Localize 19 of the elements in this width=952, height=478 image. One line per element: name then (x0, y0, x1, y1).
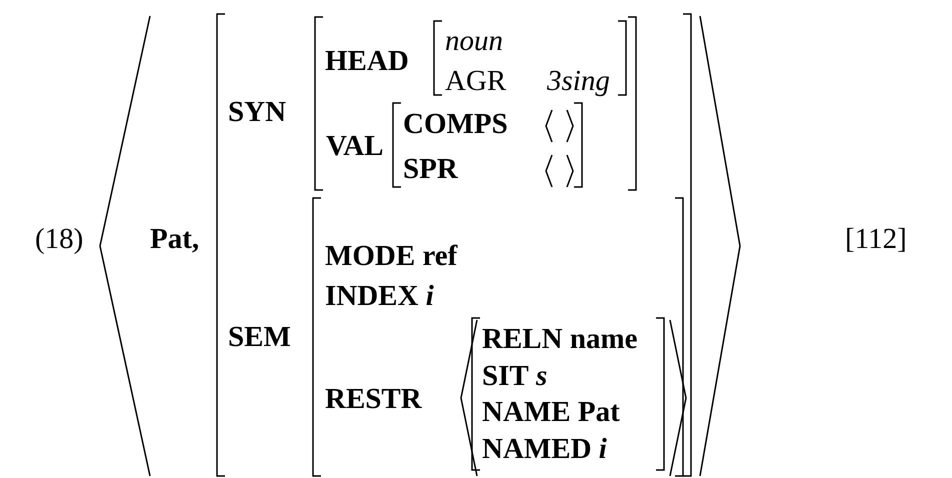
feature-value-pair: INDEX i (325, 282, 434, 311)
feature-label: SPR (403, 155, 458, 184)
word-label: Pat, (150, 225, 200, 254)
feature-label: COMPS (403, 110, 508, 139)
feature-value-pair: NAME Pat (482, 398, 620, 427)
feature-value-pair: SIT s (482, 362, 548, 391)
example-number: (18) (35, 225, 84, 254)
feature-label: RESTR (325, 385, 422, 414)
feature-value-pair: MODE ref (325, 242, 458, 271)
example-number: [112] (845, 225, 907, 254)
value-label: 3sing (547, 67, 610, 96)
feature-label: SEM (228, 323, 291, 352)
value-label: noun (445, 27, 503, 56)
feature-label: HEAD (325, 47, 409, 76)
feature-label: SYN (228, 98, 286, 127)
feature-label: AGR (445, 67, 506, 96)
feature-value-pair: NAMED i (482, 435, 607, 464)
feature-value-pair: RELN name (482, 325, 638, 354)
feature-label: VAL (326, 132, 384, 161)
